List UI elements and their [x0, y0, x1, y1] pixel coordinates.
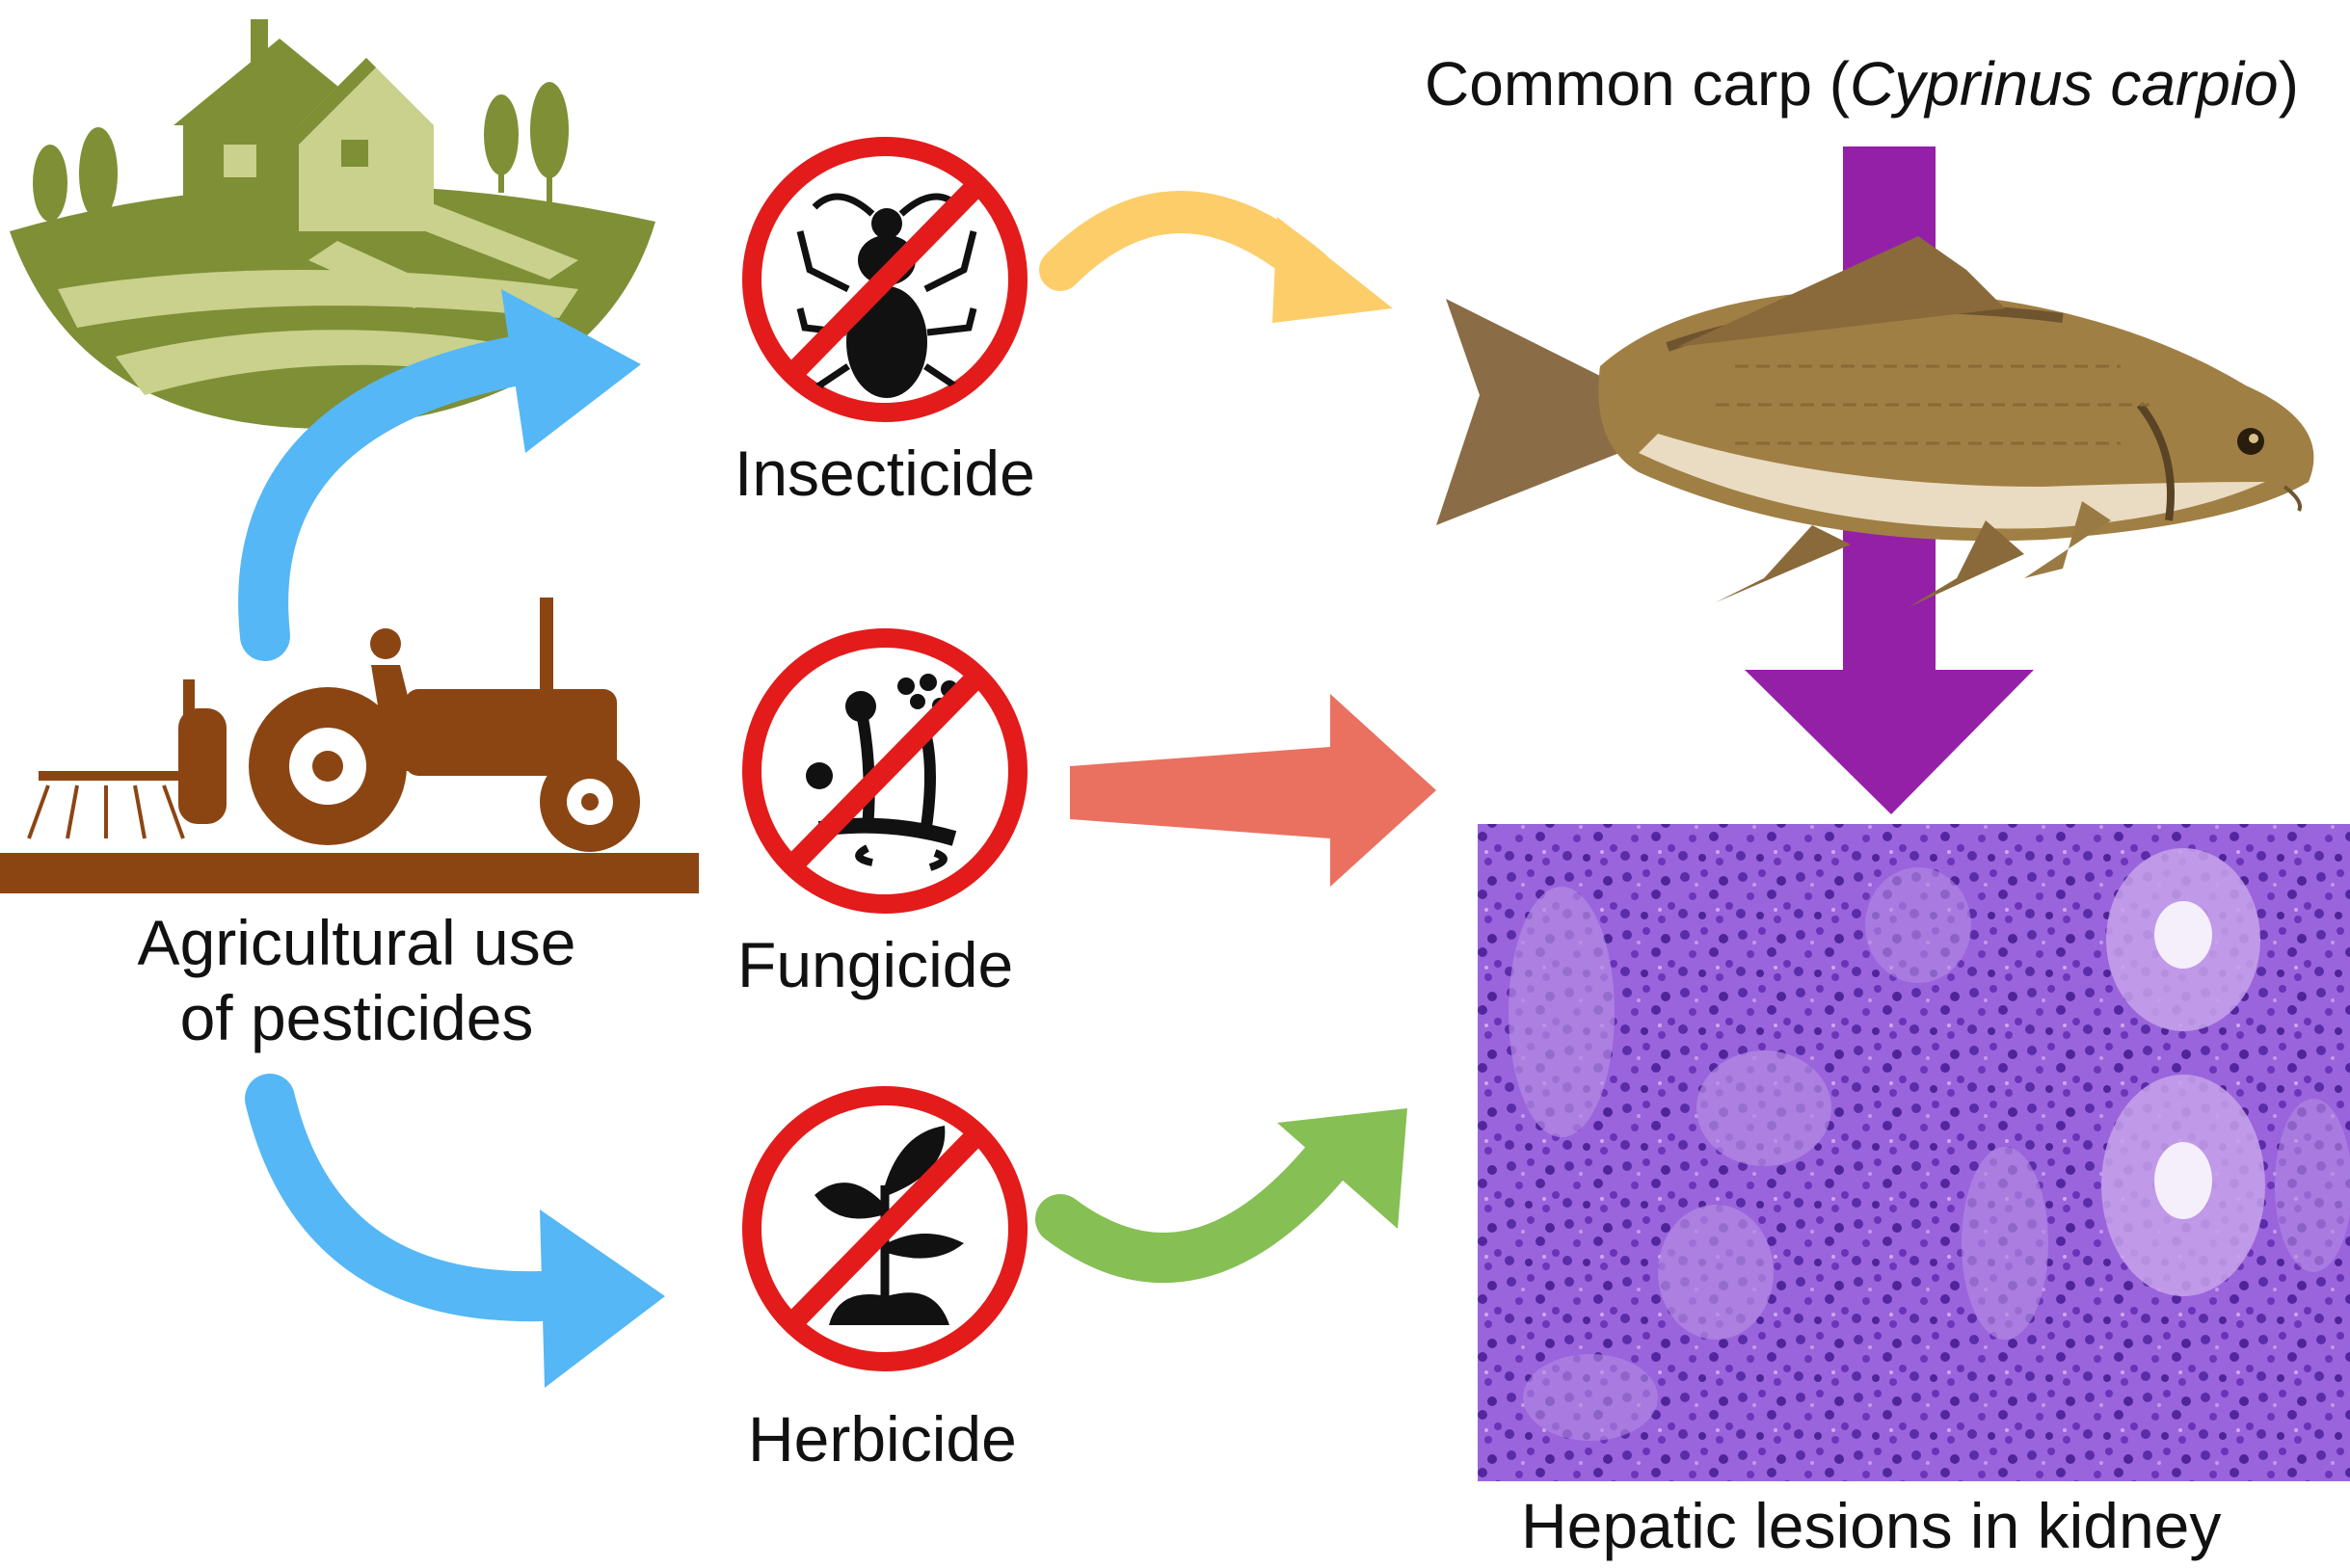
insecticide-prohibition-icon [742, 137, 1028, 422]
source-label-line1: Agricultural use [137, 907, 576, 978]
arrow-fungicide-to-tissue [1070, 694, 1436, 887]
herbicide-prohibition-icon [742, 1086, 1028, 1371]
source-label: Agricultural use of pesticides [106, 906, 607, 1056]
fungicide-prohibition-icon [742, 628, 1028, 914]
source-label-line2: of pesticides [179, 981, 534, 1053]
herbicide-label: Herbicide [748, 1403, 1017, 1475]
arrow-to-insecticide [238, 289, 641, 661]
arrow-herbicide-to-tissue [1035, 1108, 1407, 1284]
fish-species-name: Cyprinus carpio [1850, 49, 2279, 119]
fish-label: Common carp (Cyprinus carpio) [1425, 48, 2299, 121]
plant-icon [814, 1126, 964, 1325]
kidney-histology-image [1478, 824, 2350, 1481]
carp-fish-image [1436, 236, 2314, 607]
outcome-label: Hepatic lesions in kidney [1521, 1490, 2222, 1561]
arrow-to-herbicide [245, 1074, 665, 1388]
insecticide-label: Insecticide [734, 438, 1035, 509]
fish-label-prefix: Common carp ( [1425, 49, 1850, 119]
farm-icon [10, 19, 655, 429]
fungicide-label: Fungicide [737, 929, 1014, 1000]
arrow-insecticide-to-carp [1039, 191, 1393, 323]
tractor-icon [0, 598, 699, 893]
fish-label-suffix: ) [2278, 49, 2299, 119]
